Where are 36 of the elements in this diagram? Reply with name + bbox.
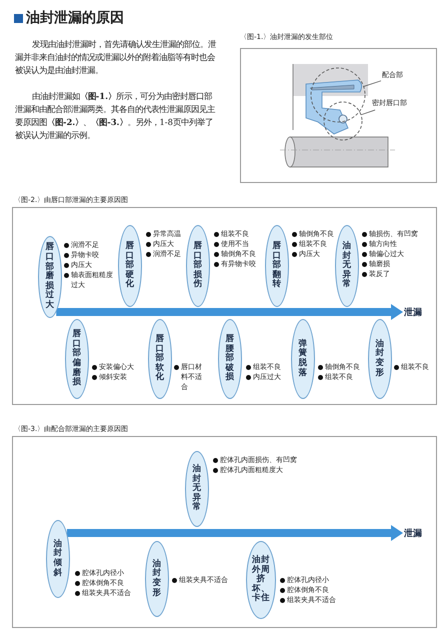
cause-ellipse bbox=[148, 319, 172, 399]
cause-label: 唇口部偏磨损 bbox=[72, 330, 82, 388]
flow-arrow bbox=[56, 304, 403, 320]
title: 油封泄漏的原因 bbox=[26, 9, 125, 27]
dashed-circle bbox=[310, 68, 366, 122]
cause-label: 唇口部硬化 bbox=[126, 242, 134, 290]
cause-label: 油封倾斜 bbox=[54, 540, 62, 578]
cause-label: 油封无异常 bbox=[342, 242, 352, 290]
cause-ellipse bbox=[218, 319, 242, 399]
paragraph: 由油封泄漏如〈图-1.〉所示，可分为由密封唇口部泄漏和由配合部泄漏两类。其各自的代表性泄漏原因见主要原因图〈图-2.〉、〈图-3.〉。另外，1-8页中列举了被误认为泄漏的示例。 bbox=[15, 90, 216, 142]
cause-ellipse bbox=[118, 225, 142, 307]
cause-ellipse bbox=[368, 319, 392, 399]
cause-ellipse bbox=[265, 225, 289, 307]
result-label: 泄漏 bbox=[404, 306, 428, 318]
cause-label: 油封变形 bbox=[376, 340, 384, 378]
flow-arrow bbox=[66, 525, 403, 541]
cause-ellipse bbox=[335, 225, 359, 307]
cause-label: 唇口部翻转 bbox=[272, 242, 282, 290]
leader-line bbox=[360, 110, 376, 116]
cause-ellipse bbox=[65, 319, 89, 399]
cause-label: 油封无异常 bbox=[192, 465, 202, 513]
leader-line bbox=[363, 80, 382, 87]
cause-label: 唇口部磨损过大 bbox=[46, 243, 54, 311]
cause-ellipse bbox=[185, 451, 209, 527]
cause-label: 油封外周挤坏、卡住 bbox=[252, 556, 270, 604]
cause-label: 弹簧脱落 bbox=[298, 340, 308, 378]
result-label: 泄漏 bbox=[404, 527, 428, 539]
dashed-circle bbox=[324, 102, 362, 140]
cause-label: 唇口部损伤 bbox=[194, 242, 202, 290]
cause-ellipse bbox=[38, 236, 62, 318]
cause-ellipse bbox=[291, 319, 315, 399]
cause-label: 唇口部软化 bbox=[156, 335, 164, 383]
paragraph: 发现由油封泄漏时，首先请确认发生泄漏的部位。泄漏并非来自油封的情况或泄漏以外的附着油脂等有时也会被误认为是由油封泄漏。 bbox=[15, 38, 218, 77]
cause-ellipse bbox=[186, 225, 210, 307]
cause-label: 油封变形 bbox=[152, 560, 162, 598]
cause-label: 唇腰部破损 bbox=[226, 335, 234, 383]
